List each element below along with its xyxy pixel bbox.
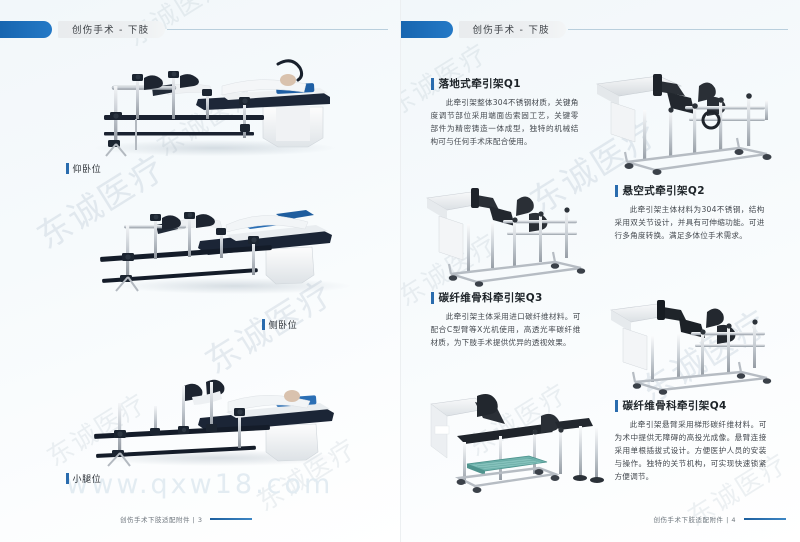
header-rule: [167, 28, 388, 30]
block-heading-q1: 落地式牵引架Q1: [430, 76, 579, 91]
text-block-q2: 悬空式牵引架Q2 此牵引架主体材料为304不锈钢，结构采用双关节设计，并具有可伸…: [614, 183, 765, 242]
caption-text: 侧卧位: [268, 321, 298, 331]
block-body: 此牵引架悬臂采用梯形碳纤维材料。可为术中提供无障碍的高投光成像。悬臂连接采用单根…: [614, 420, 767, 482]
figure-caption-supine: 仰卧位: [66, 162, 101, 175]
heading-accent-bar: [430, 291, 434, 304]
header-section-tab: 创伤手术 - 下肢: [58, 20, 166, 38]
caption-accent-bar: [66, 163, 69, 174]
page-left: 东诚医疗 东诚医疗 东诚医疗 东诚医疗 东诚医疗 东诚医疗 创伤手术 - 下肢: [0, 0, 401, 542]
product-photo-q1: [589, 58, 794, 178]
block-title: 碳纤维骨科牵引架Q3: [438, 292, 543, 304]
figure-caption-lateral: 侧卧位: [262, 318, 297, 331]
page-right: 东诚医疗 东诚医疗 东诚医疗 东诚医疗 东诚医疗 东诚医疗 创伤手术 - 下肢: [400, 0, 800, 542]
heading-accent-bar: [614, 399, 618, 412]
product-photo-q3: [601, 282, 796, 397]
header-section-tab: 创伤手术 - 下肢: [458, 20, 566, 38]
block-body: 此牵引架主体材料为304不锈钢，结构采用双关节设计，并具有可伸缩功能。可进行多角…: [614, 205, 765, 241]
block-heading-q4: 碳纤维骨科牵引架Q4: [614, 398, 767, 413]
url-watermark: www.qxw18.com: [66, 469, 334, 500]
caption-accent-bar: [66, 473, 69, 484]
header-rule: [567, 28, 788, 30]
page-header-left: 创伤手术 - 下肢: [0, 19, 400, 39]
header-accent-pill: [400, 20, 453, 38]
heading-accent-bar: [430, 77, 434, 90]
heading-accent-bar: [614, 184, 618, 197]
block-body: 此牵引架整体304不锈钢材质，关键角度调节部位采用端面齿索固工艺，关键零部件为精…: [430, 98, 579, 147]
header-accent-pill: [0, 20, 52, 38]
caption-accent-bar: [262, 319, 265, 330]
footer-rule: [210, 517, 253, 521]
page-header-right: 创伤手术 - 下肢: [400, 19, 800, 39]
page-footer-left: 创伤手术下肢适配附件 | 3: [120, 514, 253, 524]
block-title: 悬空式牵引架Q2: [622, 185, 705, 197]
product-photo-supine: [80, 52, 380, 157]
text-block-q1: 落地式牵引架Q1 此牵引架整体304不锈钢材质，关键角度调节部位采用端面齿索固工…: [430, 76, 579, 148]
block-heading-q2: 悬空式牵引架Q2: [614, 183, 765, 198]
product-photo-q4: [413, 378, 613, 503]
product-photo-q2: [417, 168, 617, 288]
block-title: 落地式牵引架Q1: [438, 78, 521, 90]
footer-text: 创伤手术下肢适配附件 | 4: [653, 516, 736, 524]
text-block-q4: 碳纤维骨科牵引架Q4 此牵引架悬臂采用梯形碳纤维材料。可为术中提供无障碍的高投光…: [614, 398, 767, 483]
page-footer-right: 创伤手术下肢适配附件 | 4: [654, 514, 786, 524]
caption-text: 小腿位: [72, 475, 102, 485]
block-title: 碳纤维骨科牵引架Q4: [622, 400, 727, 412]
product-photo-lowerleg: [78, 370, 378, 470]
caption-text: 仰卧位: [72, 165, 102, 175]
block-body: 此牵引架主体采用进口碳纤维材料。可配合C型臂等X光机使用，高透光率碳纤维材质，为…: [430, 312, 581, 348]
block-heading-q3: 碳纤维骨科牵引架Q3: [430, 290, 581, 305]
footer-rule: [744, 517, 786, 521]
footer-text: 创伤手术下肢适配附件 | 3: [120, 516, 203, 524]
product-photo-lateral: [80, 195, 380, 295]
text-block-q3: 碳纤维骨科牵引架Q3 此牵引架主体采用进口碳纤维材料。可配合C型臂等X光机使用，…: [430, 290, 581, 349]
figure-caption-lowerleg: 小腿位: [66, 472, 101, 485]
